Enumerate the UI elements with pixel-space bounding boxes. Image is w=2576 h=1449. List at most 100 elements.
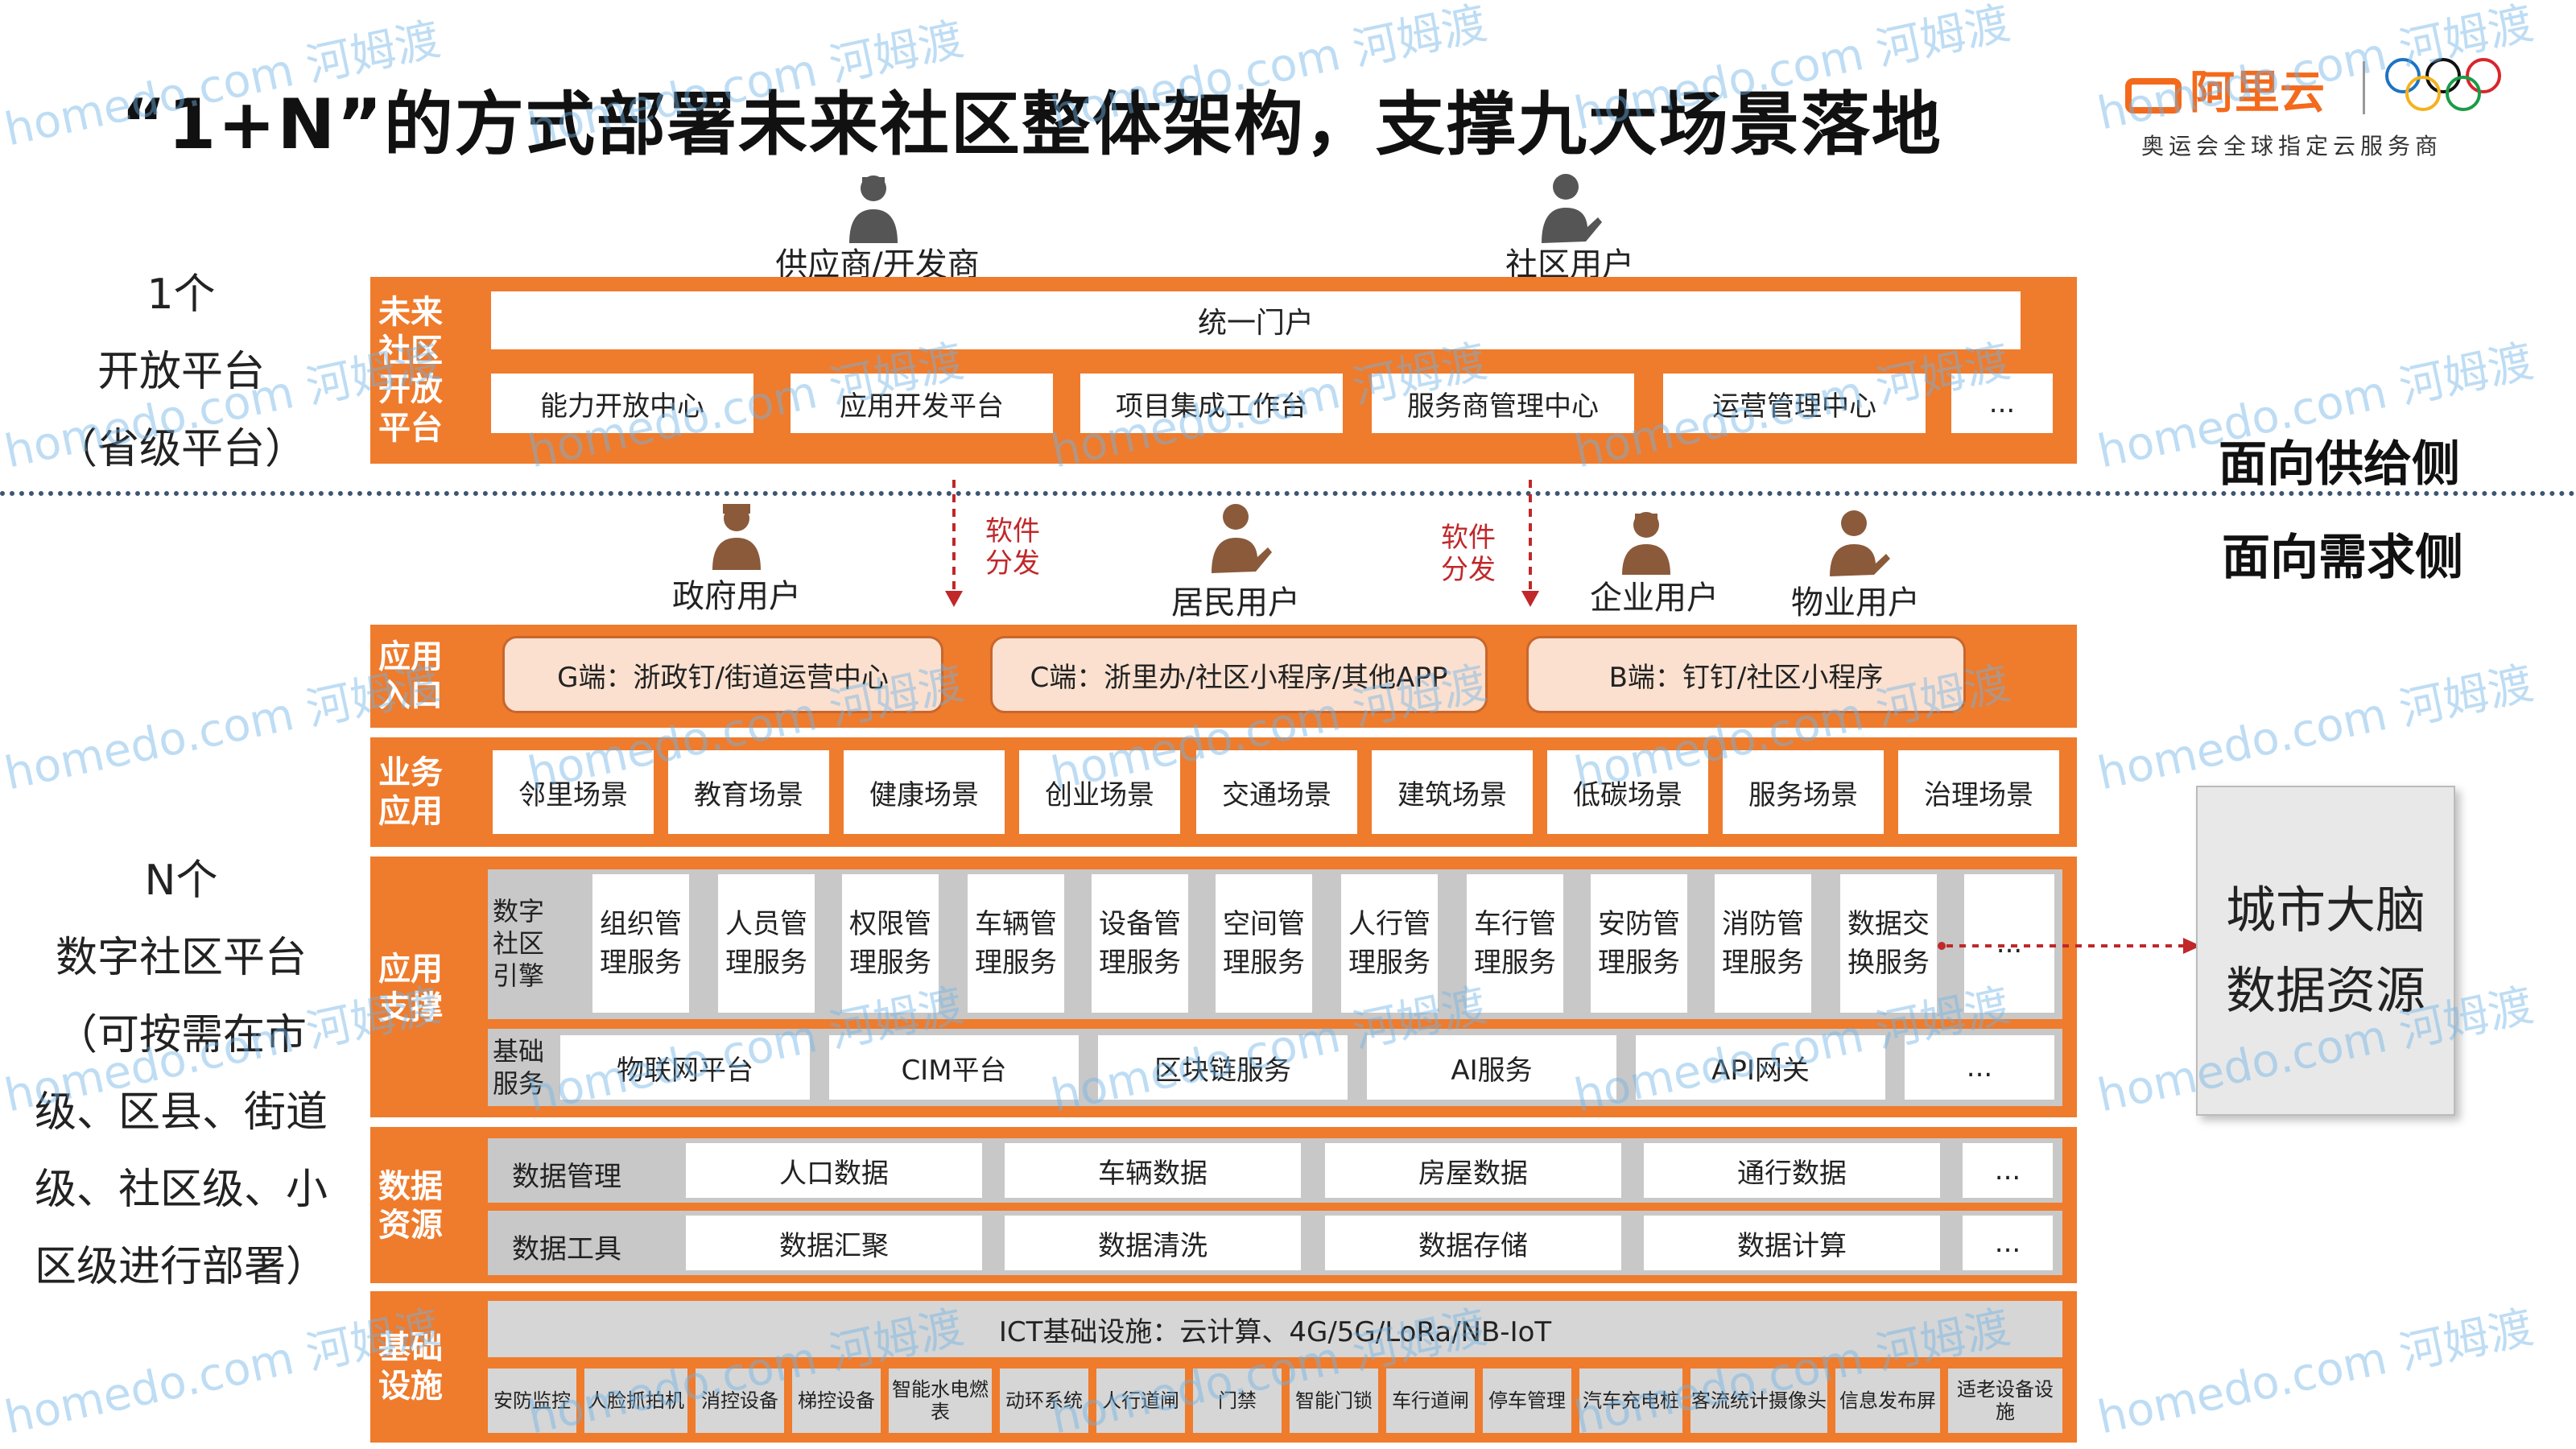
side-line: 数字社区平台 [55,934,307,982]
aliyun-logo: 阿里云 [2125,56,2367,122]
data-mgmt-item[interactable]: 人口数据 [686,1143,982,1198]
engine-item[interactable]: 安防管理服务 [1591,874,1687,1013]
unified-portal[interactable]: 统一门户 [491,291,2021,349]
app-support-label: 应用支撑 [378,951,443,1026]
engine-more[interactable]: ... [1964,874,2054,1013]
base-item[interactable]: 物联网平台 [560,1035,810,1100]
data-tool-item[interactable]: 数据清洗 [1005,1216,1301,1270]
ops-mgmt-center[interactable]: 运营管理中心 [1663,374,1926,433]
data-mgmt-more[interactable]: ... [1963,1143,2053,1198]
device-item[interactable]: 适老设备设施 [1948,1368,2062,1433]
demand-side-label: 面向需求侧 [2222,530,2463,586]
device-item[interactable]: 人脸抓拍机 [584,1368,687,1433]
device-item[interactable]: 停车管理 [1483,1368,1571,1433]
distribution-arrow-1 [945,480,963,607]
engine-item[interactable]: 权限管理服务 [842,874,939,1013]
side-line: （可按需在市 [55,1011,307,1059]
business-band: 业务应用 邻里场景 教育场景 健康场景 创业场景 交通场景 建筑场景 低碳场景 … [370,737,2077,847]
data-tool-item[interactable]: 数据存储 [1325,1216,1621,1270]
data-tool-item[interactable]: 数据计算 [1644,1216,1940,1270]
base-item[interactable]: API网关 [1636,1035,1885,1100]
device-item[interactable]: 客流统计摄像头 [1690,1368,1827,1433]
device-item[interactable]: 门禁 [1193,1368,1282,1433]
device-item[interactable]: 梯控设备 [792,1368,881,1433]
page-title: “1+N”的方式部署未来社区整体架构，支撑九大场景落地 [121,85,1942,165]
data-resources-band: 数据资源 数据管理 人口数据 车辆数据 房屋数据 通行数据 ... 数据工具 数… [370,1127,2077,1283]
base-item[interactable]: CIM平台 [829,1035,1079,1100]
open-platform-label: 未来社区开放平台 [378,294,443,447]
infrastructure-band: 基础设施 ICT基础设施：云计算、4G/5G/LoRa/NB-IoT 安防监控 … [370,1291,2077,1443]
engine-item[interactable]: 人行管理服务 [1341,874,1438,1013]
device-item[interactable]: 信息发布屏 [1835,1368,1940,1433]
property-user-label: 物业用户 [1791,584,1920,621]
device-item[interactable]: 车行道闸 [1386,1368,1475,1433]
scene-neighbor[interactable]: 邻里场景 [493,750,654,834]
data-exchange-link [1938,938,2201,954]
data-tool-label: 数据工具 [512,1233,621,1265]
business-label: 业务应用 [378,754,443,830]
device-item[interactable]: 安防监控 [488,1368,576,1433]
capability-center[interactable]: 能力开放中心 [491,374,753,433]
scene-service[interactable]: 服务场景 [1723,750,1884,834]
scene-building[interactable]: 建筑场景 [1372,750,1533,834]
device-item[interactable]: 动环系统 [1000,1368,1088,1433]
device-item[interactable]: 人行道闸 [1096,1368,1185,1433]
digital-platform-side-label: N个 数字社区平台 （可按需在市 级、区县、街道 级、社区级、小 区级进行部署） [0,842,362,1306]
b-end-entry[interactable]: B端：钉钉/社区小程序 [1526,636,1966,713]
data-tool-more[interactable]: ... [1963,1216,2053,1270]
logo-divider [2363,61,2365,114]
device-item[interactable]: 智能水电燃表 [889,1368,992,1433]
open-platform-panel: 未来社区开放平台 统一门户 能力开放中心 应用开发平台 项目集成工作台 服务商管… [370,277,2077,464]
aliyun-logo-icon [2125,77,2182,114]
device-item[interactable]: 消控设备 [696,1368,784,1433]
data-tool-item[interactable]: 数据汇聚 [686,1216,982,1270]
distribution-label-2: 软件分发 [1441,522,1496,586]
data-mgmt-item[interactable]: 房屋数据 [1325,1143,1621,1198]
engine-item[interactable]: 消防管理服务 [1715,874,1811,1013]
c-end-entry[interactable]: C端：浙里办/社区小程序/其他APP [990,636,1488,713]
g-end-entry[interactable]: G端：浙政钉/街道运营中心 [502,636,943,713]
logo-tagline: 奥运会全球指定云服务商 [2141,133,2443,159]
data-mgmt-item[interactable]: 通行数据 [1644,1143,1940,1198]
scene-traffic[interactable]: 交通场景 [1196,750,1357,834]
integration-workbench[interactable]: 项目集成工作台 [1080,374,1343,433]
engine-item[interactable]: 车行管理服务 [1467,874,1563,1013]
distribution-label-1: 软件分发 [985,515,1040,580]
data-mgmt-item[interactable]: 车辆数据 [1005,1143,1301,1198]
base-item[interactable]: AI服务 [1367,1035,1616,1100]
scene-governance[interactable]: 治理场景 [1898,750,2059,834]
enterprise-user-icon [1622,512,1670,575]
device-item[interactable]: 汽车充电桩 [1579,1368,1682,1433]
open-platform-side-label: 1个 开放平台 （省级平台） [0,256,362,488]
ict-infrastructure[interactable]: ICT基础设施：云计算、4G/5G/LoRa/NB-IoT [488,1301,2062,1357]
engine-item[interactable]: 设备管理服务 [1092,874,1188,1013]
engine-item[interactable]: 人员管理服务 [718,874,815,1013]
infrastructure-label: 基础设施 [378,1329,443,1405]
provider-mgmt-center[interactable]: 服务商管理中心 [1372,374,1634,433]
enterprise-user-label: 企业用户 [1590,580,1719,617]
base-more[interactable]: ... [1905,1035,2054,1100]
data-exchange-item[interactable]: 数据交换服务 [1840,874,1937,1013]
scene-low-carbon[interactable]: 低碳场景 [1547,750,1708,834]
data-mgmt-label: 数据管理 [512,1161,621,1193]
side-line: （省级平台） [55,425,307,473]
app-dev-platform[interactable]: 应用开发平台 [791,374,1053,433]
device-item[interactable]: 智能门锁 [1290,1368,1378,1433]
distribution-arrow-2 [1521,480,1539,607]
more-item[interactable]: ... [1951,374,2053,433]
base-label: 基础服务 [493,1036,545,1099]
scene-startup[interactable]: 创业场景 [1019,750,1180,834]
scene-health[interactable]: 健康场景 [844,750,1005,834]
divider-line [0,491,2576,496]
engine-item[interactable]: 组织管理服务 [592,874,689,1013]
city-brain-line: 城市大脑 [2225,881,2425,939]
scene-education[interactable]: 教育场景 [668,750,829,834]
side-line: 1个 [147,270,216,319]
supplier-user-icon [849,175,898,243]
engine-item[interactable]: 车辆管理服务 [968,874,1064,1013]
resident-user-icon [1212,504,1272,573]
olympic-rings-icon [2385,58,2501,111]
base-item[interactable]: 区块链服务 [1098,1035,1348,1100]
engine-item[interactable]: 空间管理服务 [1216,874,1312,1013]
supply-side-label: 面向供给侧 [2219,436,2460,493]
